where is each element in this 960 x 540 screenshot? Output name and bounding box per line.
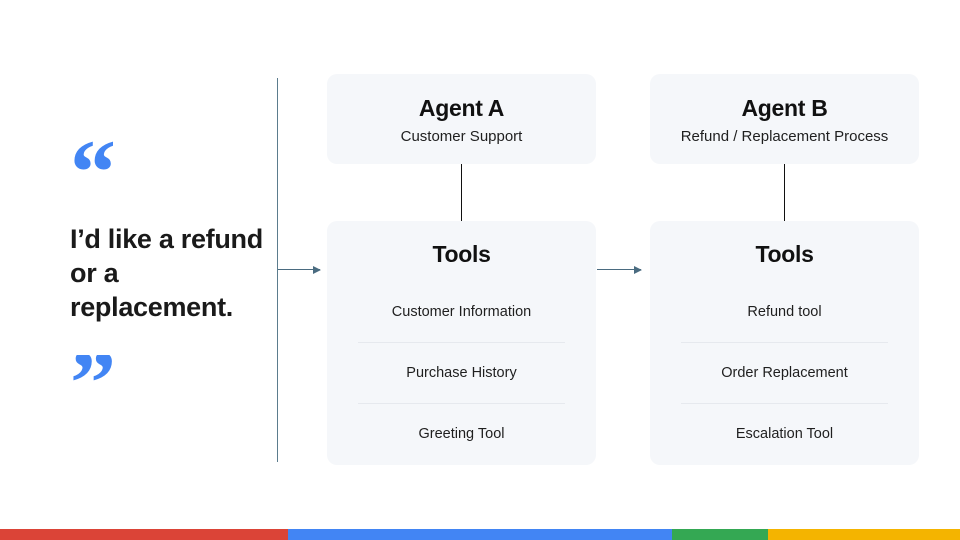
agent-b-card[interactable]: Agent B Refund / Replacement Process (650, 74, 919, 164)
agent-a-tools-title: Tools (432, 241, 491, 267)
closing-quote-mark: ” (70, 355, 114, 413)
connector-agent-a (461, 164, 462, 221)
brand-segment-green (672, 529, 768, 540)
brand-segment-red (0, 529, 288, 540)
agent-b-tools-title: Tools (755, 241, 814, 267)
quote-text: I’d like a refund or a replacement. (70, 224, 263, 323)
agent-a-card[interactable]: Agent A Customer Support (327, 74, 596, 164)
opening-quote-mark: “ (70, 126, 114, 184)
agent-b-subtitle: Refund / Replacement Process (680, 127, 889, 145)
list-item[interactable]: Customer Information (391, 304, 532, 320)
agent-b-title: Agent B (741, 95, 828, 121)
arrow-tools-a-to-tools-b (597, 265, 642, 274)
connector-agent-b (784, 164, 785, 221)
brand-segment-blue (288, 529, 672, 540)
vertical-rail (277, 78, 278, 462)
list-item[interactable]: Purchase History (358, 342, 565, 403)
agent-b-tools-card[interactable]: Tools Refund tool Order Replacement Esca… (650, 221, 919, 465)
arrow-quote-to-tools-a (278, 265, 321, 274)
agent-b-tools-list: Refund tool Order Replacement Escalation… (681, 282, 888, 464)
agent-a-title: Agent A (418, 95, 505, 121)
list-item[interactable]: Escalation Tool (681, 403, 888, 464)
list-item[interactable]: Refund tool (747, 304, 822, 320)
agent-a-subtitle: Customer Support (400, 127, 523, 145)
agent-a-tools-list: Customer Information Purchase History Gr… (358, 282, 565, 464)
brand-segment-yellow (768, 529, 960, 540)
list-item[interactable]: Greeting Tool (358, 403, 565, 464)
list-item[interactable]: Order Replacement (681, 342, 888, 403)
agent-a-tools-card[interactable]: Tools Customer Information Purchase Hist… (327, 221, 596, 465)
brand-color-bar (0, 529, 960, 540)
